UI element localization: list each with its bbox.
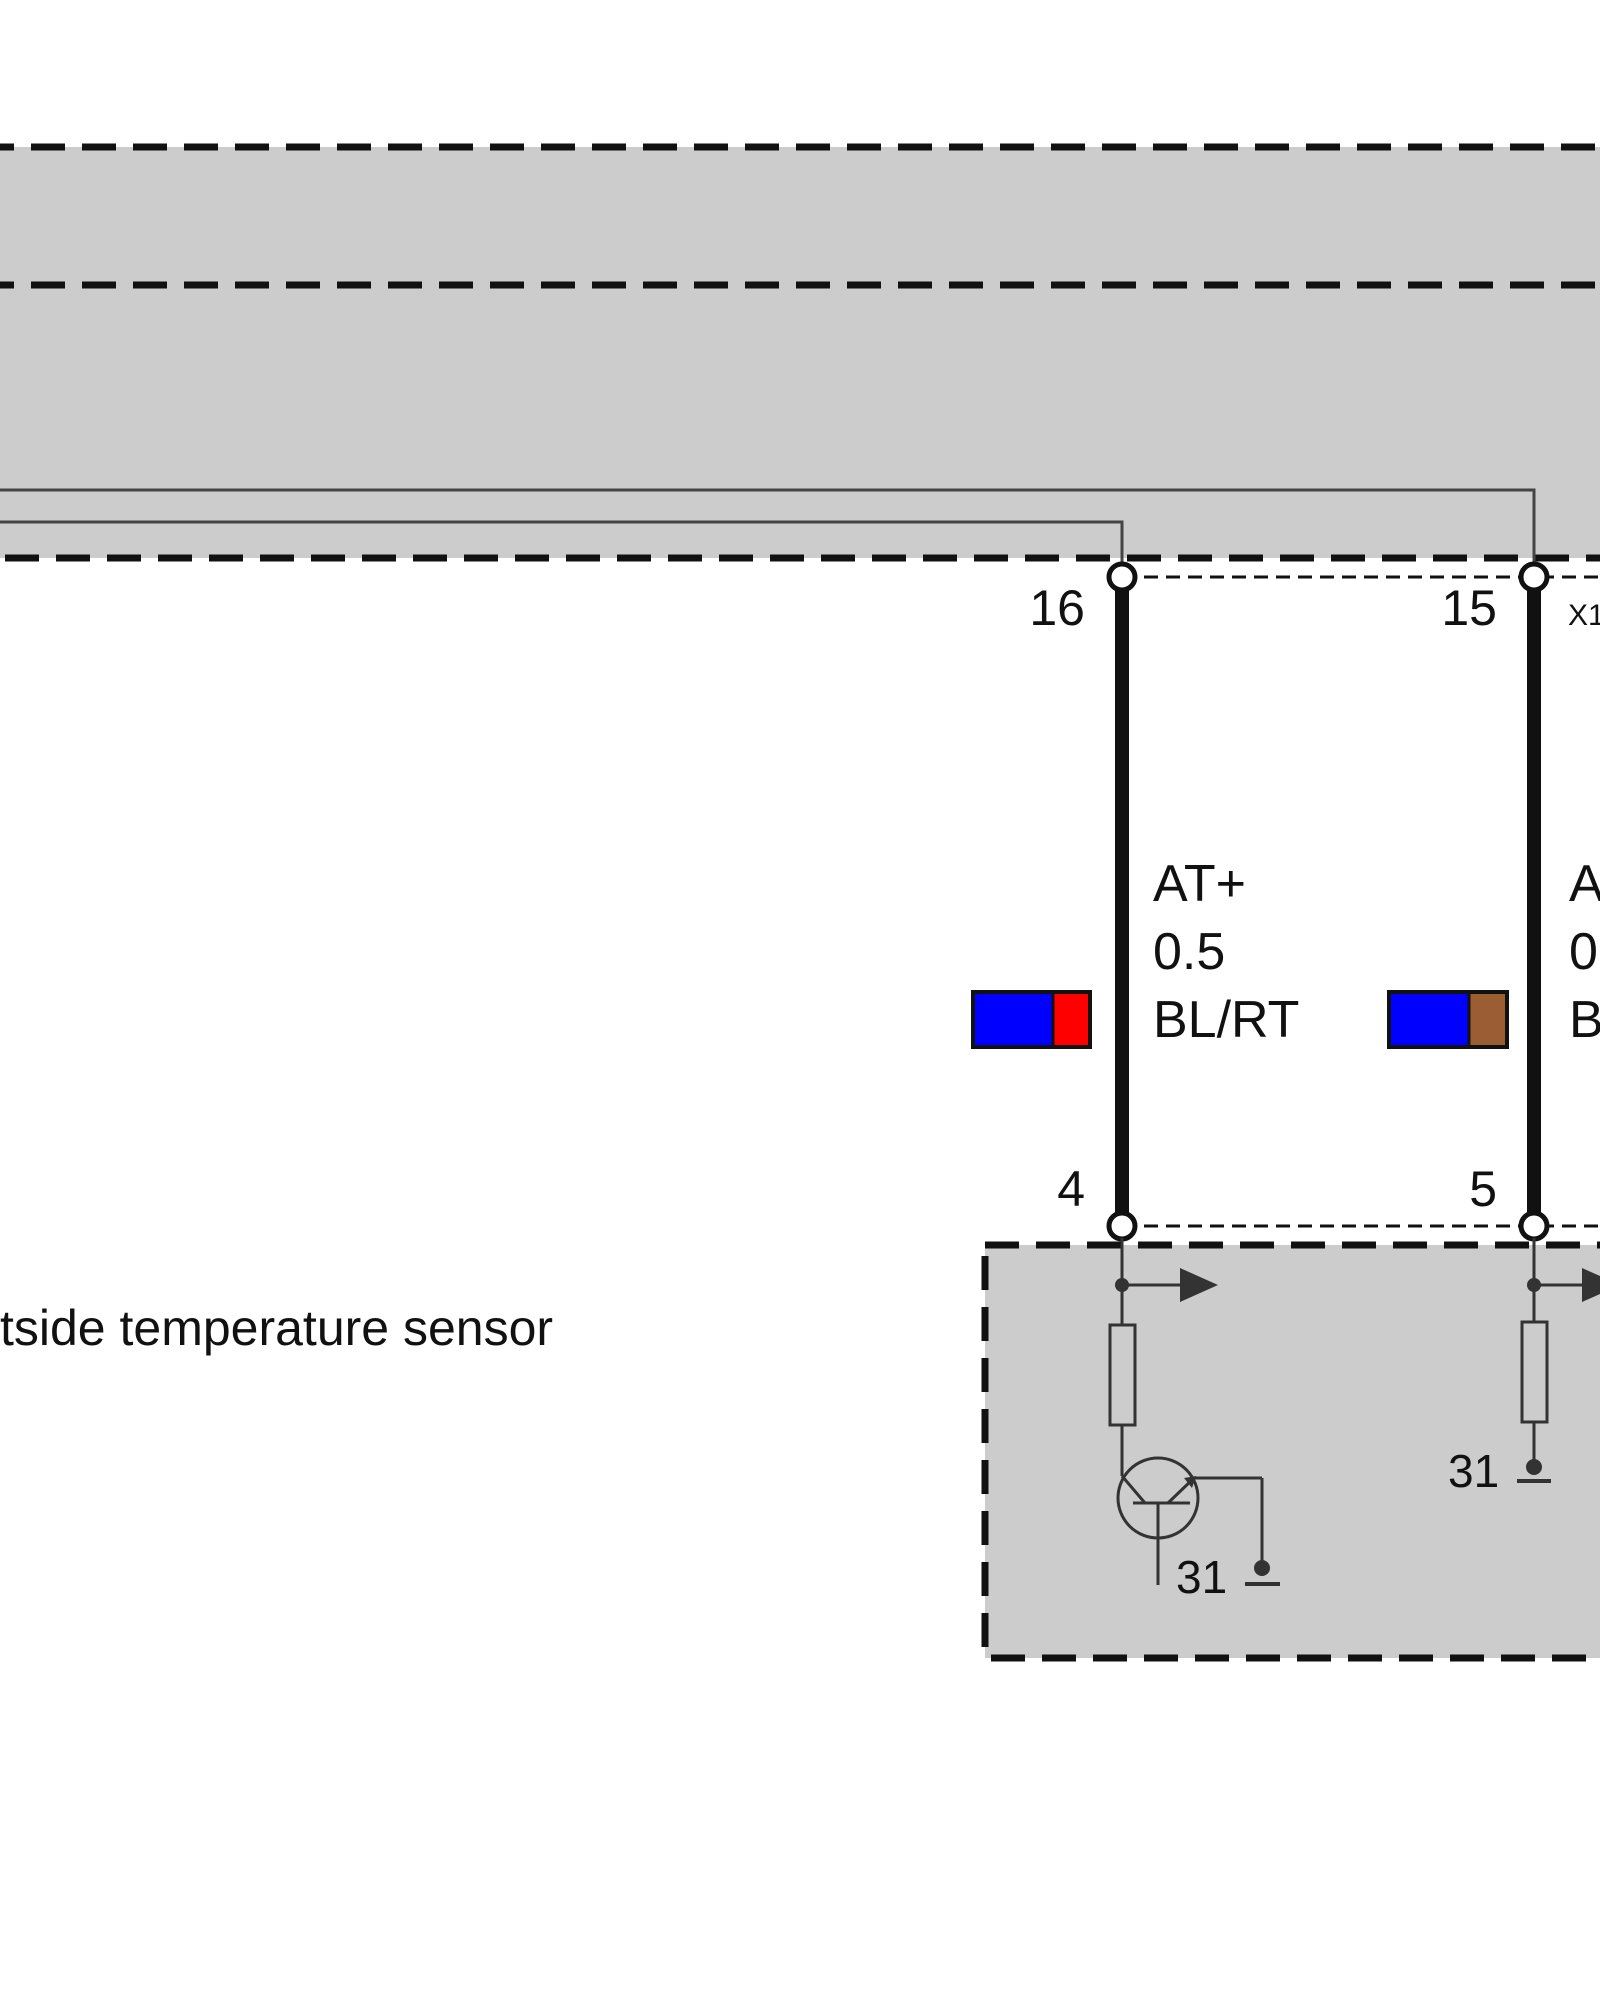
wire-1-swatch-primary bbox=[973, 992, 1053, 1047]
internal-wire-15 bbox=[0, 488, 1536, 573]
sensor-circuit-pin-5: 31 bbox=[1448, 1238, 1600, 1497]
output-arrow-icon bbox=[1180, 1268, 1218, 1302]
sensor-circuit-pin-4: 31 bbox=[1108, 1238, 1280, 1603]
wire-1-size: 0.5 bbox=[1153, 923, 1225, 981]
pin-5-terminal bbox=[1518, 1210, 1550, 1242]
ground-label-1: 31 bbox=[1176, 1551, 1227, 1603]
pin-4-label: 4 bbox=[1057, 1161, 1085, 1217]
output-arrow-icon bbox=[1582, 1268, 1600, 1302]
wire-2-color-swatch bbox=[1387, 990, 1509, 1049]
wire-1-swatch-stripe bbox=[1053, 992, 1090, 1047]
wire-2-color-code: B bbox=[1569, 991, 1600, 1049]
wire-1-color-code: BL/RT bbox=[1153, 991, 1299, 1049]
connector-x1-label: X1 bbox=[1568, 599, 1600, 632]
internal-wire-16 bbox=[0, 520, 1124, 573]
pin-5-label: 5 bbox=[1469, 1161, 1497, 1217]
sensor-name-label: tside temperature sensor bbox=[0, 1300, 553, 1356]
wire-1-color-swatch bbox=[971, 990, 1092, 1049]
wire-2-swatch-stripe bbox=[1469, 992, 1507, 1047]
control-module-outer bbox=[0, 143, 1600, 562]
pin-16-label: 16 bbox=[1029, 580, 1085, 636]
transistor-icon bbox=[1116, 1456, 1264, 1585]
outside-temperature-sensor-box bbox=[981, 1241, 1600, 1662]
wire-2-signal: A bbox=[1569, 855, 1600, 913]
pin-15-terminal bbox=[1518, 561, 1550, 593]
pin-4-terminal bbox=[1106, 1210, 1138, 1242]
pin-15-label: 15 bbox=[1441, 580, 1497, 636]
wire-2-swatch-primary bbox=[1389, 992, 1469, 1047]
wire-2-size: 0 bbox=[1569, 923, 1598, 981]
wire-1-signal: AT+ bbox=[1153, 855, 1246, 913]
pin-16-terminal bbox=[1106, 561, 1138, 593]
ground-label-2: 31 bbox=[1448, 1445, 1499, 1497]
